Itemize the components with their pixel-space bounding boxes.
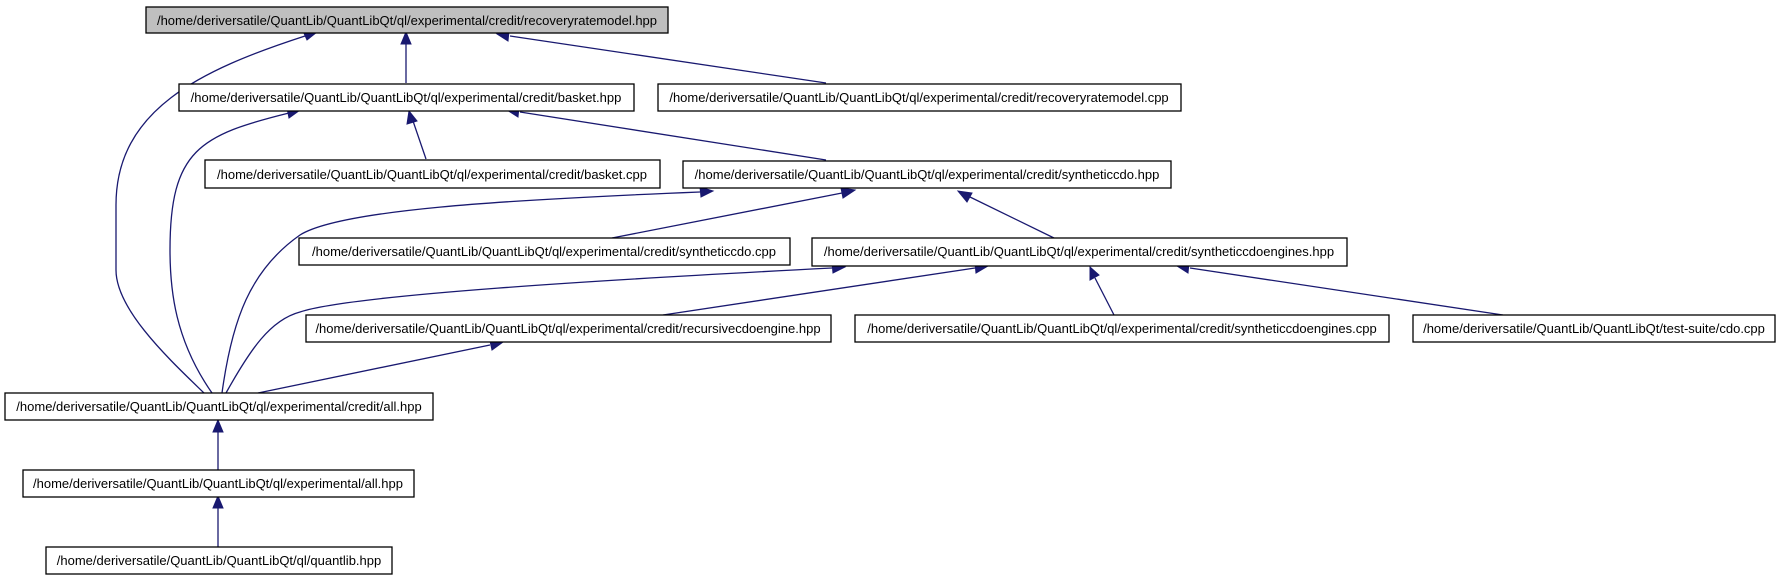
node-box [22,469,415,498]
graph-nodes: /home/deriversatile/QuantLib/QuantLibQt/… [4,6,1776,575]
node-box [811,237,1348,267]
edge-credit-all-to-syntheticcdo-hpp [221,191,701,394]
node-box [657,83,1182,112]
arrowhead [1089,265,1100,281]
node-experimental-all-hpp[interactable]: /home/deriversatile/QuantLib/QuantLibQt/… [22,469,415,498]
node-box [1412,314,1776,343]
arrowhead [212,494,224,509]
edge-cdo-cpp-to-syntheticcdoengines-hpp [1189,267,1504,316]
edge-syntheticcdo-cpp-to-hpp [611,192,843,239]
node-box [45,546,393,575]
node-label: /home/deriversatile/QuantLib/QuantLibQt/… [867,321,1376,336]
node-label: /home/deriversatile/QuantLib/QuantLibQt/… [1423,321,1765,336]
edge-basket-cpp-to-basket-hpp [412,120,427,160]
node-label: /home/deriversatile/QuantLib/QuantLibQt/… [312,244,776,259]
edge-recoveryratemodel-cpp-to-hpp [509,35,827,84]
node-credit-all-hpp[interactable]: /home/deriversatile/QuantLib/QuantLibQt/… [4,392,434,421]
node-recoveryratemodel-cpp[interactable]: /home/deriversatile/QuantLib/QuantLibQt/… [657,83,1182,112]
node-syntheticcdo-cpp[interactable]: /home/deriversatile/QuantLib/QuantLibQt/… [298,237,791,266]
edge-credit-all-to-recursivecdoengine-hpp [257,344,491,394]
graph-edges [115,30,1504,547]
node-label: /home/deriversatile/QuantLib/QuantLibQt/… [157,13,657,28]
node-box [682,160,1172,189]
node-box [305,314,832,343]
node-box [204,159,661,189]
edge-syntheticcdoengines-cpp-to-hpp [1094,277,1115,316]
arrowhead [406,109,418,125]
node-box [145,6,669,34]
node-box [854,314,1390,343]
edge-syntheticcdoengines-hpp-to-syntheticcdo-hpp [969,196,1055,239]
arrowhead [840,187,857,199]
arrowhead [956,190,973,203]
arrowhead [212,418,224,433]
node-box [178,83,635,112]
arrowhead [699,186,715,198]
edge-credit-all-to-basket-hpp [169,112,290,394]
node-cdo-cpp[interactable]: /home/deriversatile/QuantLib/QuantLibQt/… [1412,314,1776,343]
edge-credit-all-to-syntheticcdoengines-hpp [225,267,833,394]
node-syntheticcdoengines-hpp[interactable]: /home/deriversatile/QuantLib/QuantLibQt/… [811,237,1348,267]
arrowhead [400,30,412,45]
node-label: /home/deriversatile/QuantLib/QuantLibQt/… [57,553,381,568]
node-label: /home/deriversatile/QuantLib/QuantLibQt/… [824,244,1334,259]
node-label: /home/deriversatile/QuantLib/QuantLibQt/… [191,90,622,105]
node-label: /home/deriversatile/QuantLib/QuantLibQt/… [669,90,1168,105]
node-label: /home/deriversatile/QuantLib/QuantLibQt/… [217,167,647,182]
node-recursivecdoengine-hpp[interactable]: /home/deriversatile/QuantLib/QuantLibQt/… [305,314,832,343]
node-label: /home/deriversatile/QuantLib/QuantLibQt/… [695,167,1160,182]
node-label: /home/deriversatile/QuantLib/QuantLibQt/… [315,321,820,336]
node-syntheticcdo-hpp[interactable]: /home/deriversatile/QuantLib/QuantLibQt/… [682,160,1172,189]
node-basket-cpp[interactable]: /home/deriversatile/QuantLib/QuantLibQt/… [204,159,661,189]
edge-recursivecdoengine-to-syntheticcdoengines-hpp [662,267,976,316]
node-label: /home/deriversatile/QuantLib/QuantLibQt/… [16,399,421,414]
node-box [4,392,434,421]
node-box [298,237,791,266]
node-basket-hpp[interactable]: /home/deriversatile/QuantLib/QuantLibQt/… [178,83,635,112]
edge-syntheticcdo-hpp-to-basket-hpp [519,111,827,161]
node-quantlib-hpp[interactable]: /home/deriversatile/QuantLib/QuantLibQt/… [45,546,393,575]
node-label: /home/deriversatile/QuantLib/QuantLibQt/… [33,476,403,491]
edge-credit-all-to-recoveryratemodel-hpp [115,35,306,394]
node-recoveryratemodel-hpp[interactable]: /home/deriversatile/QuantLib/QuantLibQt/… [145,6,669,34]
node-syntheticcdoengines-cpp[interactable]: /home/deriversatile/QuantLib/QuantLibQt/… [854,314,1390,343]
